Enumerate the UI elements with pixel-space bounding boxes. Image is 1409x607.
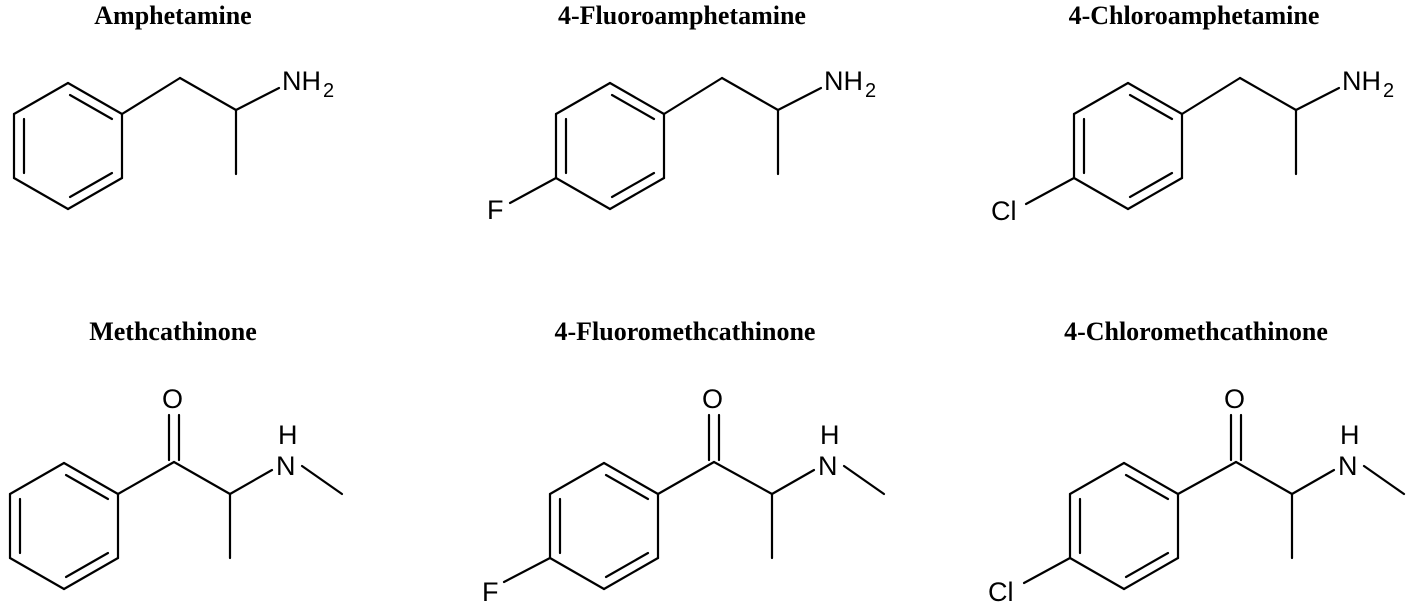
amine-subscript: 2 xyxy=(865,80,876,102)
structure-amphetamine: NH 2 xyxy=(12,66,334,211)
title-amphetamine: Amphetamine xyxy=(94,1,252,30)
structure-4-chloromethcathinone: Cl O N H xyxy=(988,384,1406,607)
carbonyl-oxygen-label: O xyxy=(1224,384,1245,414)
title-4-chloroamphetamine: 4-Chloroamphetamine xyxy=(1068,1,1320,30)
title-4-fluoroamphetamine: 4-Fluoroamphetamine xyxy=(558,1,806,30)
amine-label: NH xyxy=(282,66,321,96)
amine-label: NH xyxy=(1342,66,1381,96)
carbonyl-oxygen-label: O xyxy=(702,384,723,414)
structure-methcathinone: O N H xyxy=(8,384,344,591)
title-methcathinone: Methcathinone xyxy=(89,317,257,346)
title-4-chloromethcathinone: 4-Chloromethcathinone xyxy=(1064,317,1328,346)
chloro-label: Cl xyxy=(991,196,1017,226)
benzene-ring xyxy=(8,461,120,591)
benzene-ring xyxy=(548,461,660,591)
structure-4-chloroamphetamine: Cl NH 2 xyxy=(991,66,1394,226)
amine-subscript: 2 xyxy=(1383,80,1394,102)
benzene-ring xyxy=(554,81,666,211)
amine-subscript: 2 xyxy=(323,80,334,102)
structure-4-fluoromethcathinone: F O N H xyxy=(482,384,886,607)
hydrogen-label: H xyxy=(820,420,840,450)
title-4-fluoromethcathinone: 4-Fluoromethcathinone xyxy=(554,317,816,346)
benzene-ring xyxy=(12,81,124,211)
nitrogen-label: N xyxy=(1338,451,1358,481)
chloro-label: Cl xyxy=(988,577,1014,607)
benzene-ring xyxy=(1072,81,1184,211)
carbonyl-oxygen-label: O xyxy=(162,384,183,414)
nitrogen-label: N xyxy=(818,451,838,481)
hydrogen-label: H xyxy=(278,420,298,450)
fluoro-label: F xyxy=(487,195,504,225)
amine-label: NH xyxy=(824,66,863,96)
nitrogen-label: N xyxy=(276,451,296,481)
benzene-ring xyxy=(1068,461,1180,591)
structure-4-fluoroamphetamine: F NH 2 xyxy=(487,66,876,225)
fluoro-label: F xyxy=(482,577,499,607)
hydrogen-label: H xyxy=(1340,420,1360,450)
